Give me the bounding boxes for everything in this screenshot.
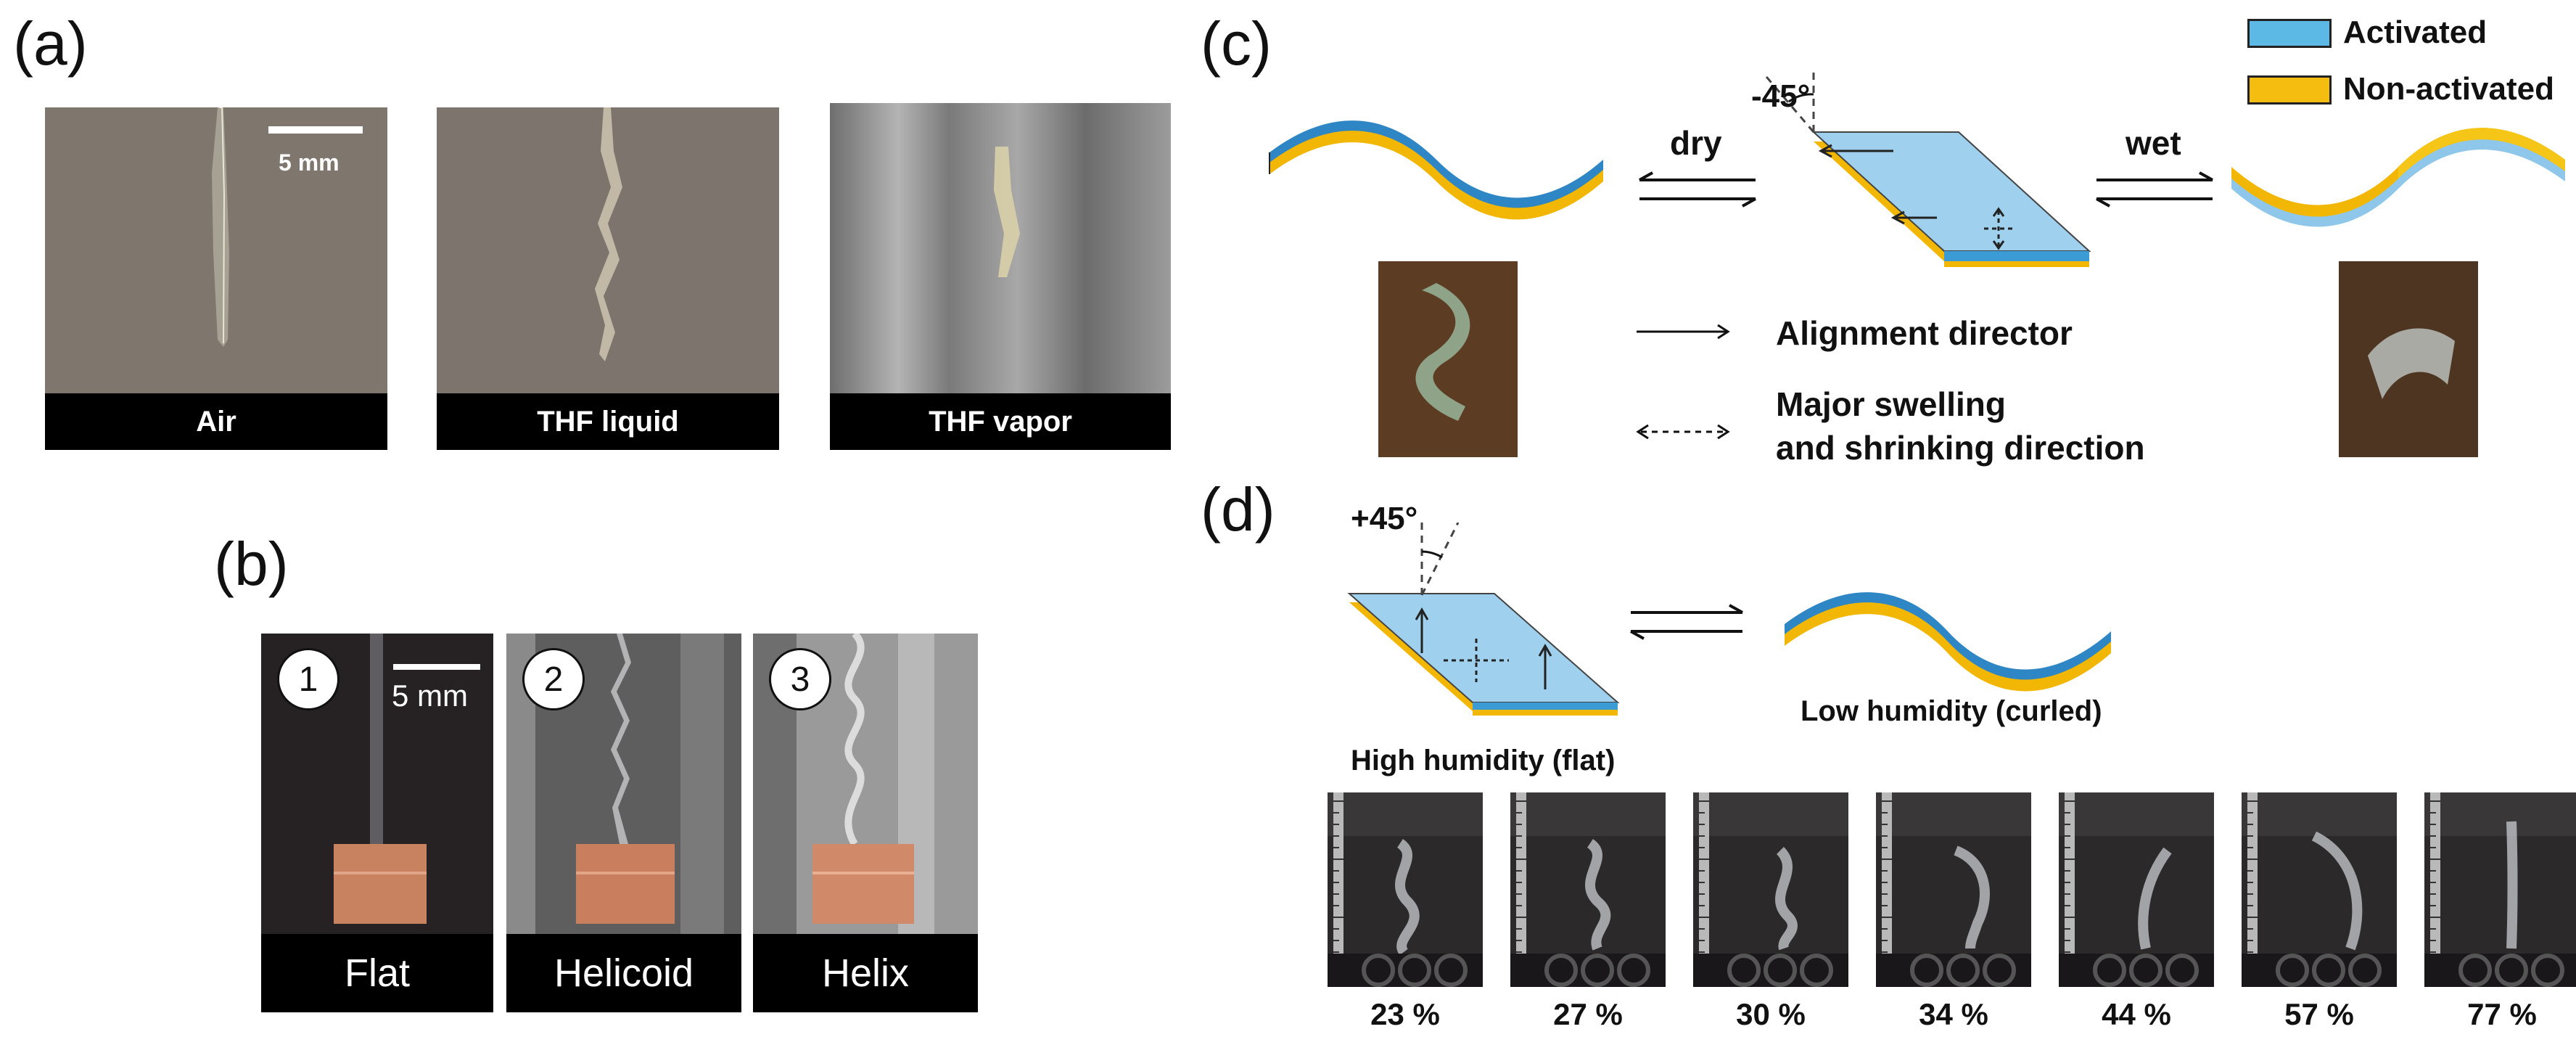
equilibrium-arrows-d [1630,604,1743,640]
humidity-value-label: 23 % [1370,997,1440,1031]
helix-strip-image [753,634,978,934]
dry-label: dry [1670,124,1722,162]
humidity-value-label: 27 % [1553,997,1623,1031]
photo-helicoid: 2 Helicoid [506,634,741,1012]
humidity-photo [2242,792,2397,987]
humidity-value-label: 44 % [2102,997,2171,1031]
curled-sample-image [1378,261,1518,457]
photo-curled-right [2339,261,2478,457]
number-badge-1: 1 [277,648,340,710]
caption-flat: Flat [261,934,493,1012]
photo-helix: 3 Helix [753,634,978,1012]
humidity-value-label: 30 % [1736,997,1806,1031]
photo-air: 5 mm Air [45,107,387,450]
photo-thf-liquid: THF liquid [437,107,779,450]
dry-equilibrium-arrows [1639,171,1756,208]
humidity-photo [1510,792,1666,987]
humidity-photo [1876,792,2031,987]
caption-thf-vapor: THF vapor [830,393,1171,450]
flat-strip-c [1761,73,2091,267]
number-badge-3: 3 [769,648,831,710]
angle-label-c: -45° [1751,78,1811,114]
photo-flat: 1 5 mm Flat [261,634,493,1012]
caption-thf-liquid: THF liquid [437,393,779,450]
legend-activated-label: Activated [2343,15,2487,50]
scale-bar [393,664,480,670]
number-badge-2: 2 [522,648,585,710]
swelling-arrow-key [1636,424,1730,440]
wet-label: wet [2126,124,2181,162]
scale-bar [268,126,363,134]
caption-helicoid: Helicoid [506,934,741,1012]
legend-nonactivated-label: Non-activated [2343,71,2554,107]
crumpled-strip-image [437,107,779,398]
vapor-strip-image [830,103,1171,393]
panel-c-label: (c) [1201,9,1272,78]
panel-d-label: (d) [1201,475,1275,544]
curled-strip-left [1269,120,1603,220]
humidity-photo [1328,792,1483,987]
legend-nonactivated-swatch [2247,75,2332,104]
low-humidity-label: Low humidity (curled) [1801,695,2102,727]
panel-a-label: (a) [13,9,88,78]
key-swelling-line2: and shrinking direction [1776,429,2145,467]
photo-curled-left [1378,261,1518,457]
key-alignment-label: Alignment director [1776,314,2073,352]
photo-thf-vapor: THF vapor [830,103,1171,450]
curled-strip-right [2231,128,2565,227]
humidity-photo [2059,792,2214,987]
humidity-value-label: 34 % [1919,997,1988,1031]
humidity-value-label: 57 % [2284,997,2354,1031]
scale-bar-label: 5 mm [392,679,468,713]
curled-strip-d [1785,592,2111,692]
humidity-photo [2424,792,2576,987]
angle-label-d: +45° [1351,501,1418,536]
legend-activated-swatch [2247,19,2332,48]
flat-strip-d [1347,522,1620,716]
alignment-arrow-key [1637,324,1730,340]
caption-air: Air [45,393,387,450]
humidity-photo [1693,792,1848,987]
key-swelling-line1: Major swelling [1776,385,2006,423]
scale-bar-label: 5 mm [279,149,340,176]
panel-b-label: (b) [214,530,289,598]
caption-helix: Helix [753,934,978,1012]
curled-sample-image [2339,261,2478,457]
wet-equilibrium-arrows [2096,171,2213,208]
high-humidity-label: High humidity (flat) [1351,745,1616,776]
strip-image [45,107,387,398]
humidity-value-label: 77 % [2467,997,2537,1031]
